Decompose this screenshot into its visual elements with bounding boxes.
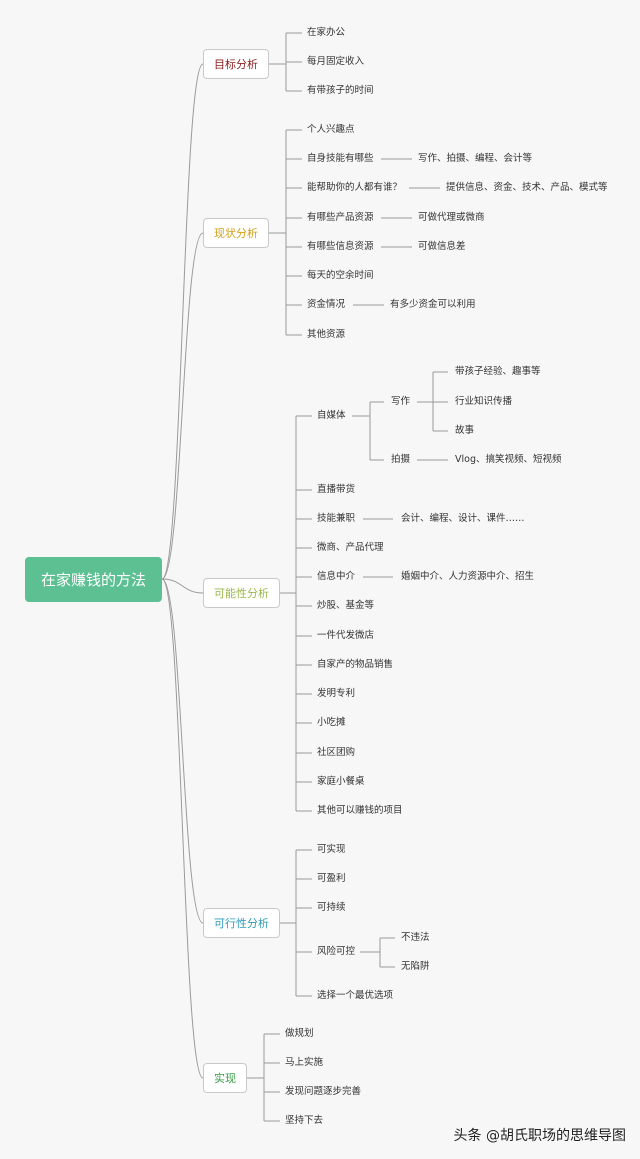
risk-sub-item[interactable]: 无陷阱 [401, 961, 430, 972]
branch-status-analysis[interactable]: 现状分析 [203, 218, 269, 248]
branch-possibility-analysis[interactable]: 可能性分析 [203, 578, 280, 608]
goal-item[interactable]: 在家办公 [307, 27, 346, 38]
possible-item[interactable]: 社区团购 [317, 747, 356, 758]
possible-note[interactable]: 婚姻中介、人力资源中介、招生 [401, 571, 535, 582]
possible-item[interactable]: 信息中介 [317, 571, 356, 582]
self-media-item[interactable]: 自媒体 [317, 410, 346, 421]
branch-implementation[interactable]: 实现 [203, 1063, 247, 1093]
filming-item[interactable]: 拍摄 [391, 454, 411, 465]
possible-note[interactable]: 会计、编程、设计、课件…… [401, 513, 525, 524]
writing-sub-item[interactable]: 行业知识传播 [455, 396, 513, 407]
connector [161, 578, 204, 1079]
status-item[interactable]: 有哪些产品资源 [307, 212, 374, 223]
status-note[interactable]: 可做信息差 [418, 241, 466, 252]
possible-item[interactable]: 技能兼职 [317, 513, 356, 524]
branch-feasibility-analysis[interactable]: 可行性分析 [203, 908, 280, 938]
possible-item[interactable]: 微商、产品代理 [317, 542, 384, 553]
possible-item[interactable]: 发明专利 [317, 688, 356, 699]
implement-item[interactable]: 马上实施 [285, 1057, 324, 1068]
implement-item[interactable]: 发现问题逐步完善 [285, 1086, 362, 1097]
status-note[interactable]: 提供信息、资金、技术、产品、模式等 [446, 182, 608, 193]
goal-item[interactable]: 有带孩子的时间 [307, 85, 374, 96]
possible-item[interactable]: 家庭小餐桌 [317, 776, 365, 787]
feasible-item[interactable]: 可盈利 [317, 873, 346, 884]
implement-item[interactable]: 做规划 [285, 1028, 314, 1039]
risk-sub-item[interactable]: 不违法 [401, 932, 430, 943]
status-item[interactable]: 能帮助你的人都有谁？ [307, 182, 403, 193]
status-item[interactable]: 每天的空余时间 [307, 270, 374, 281]
possible-item[interactable]: 其他可以赚钱的项目 [317, 805, 403, 816]
best-option-item[interactable]: 选择一个最优选项 [317, 990, 394, 1001]
writing-sub-item[interactable]: 带孩子经验、趣事等 [455, 366, 541, 377]
goal-item[interactable]: 每月固定收入 [307, 56, 365, 67]
risk-item[interactable]: 风险可控 [317, 946, 356, 957]
status-item[interactable]: 资金情况 [307, 299, 346, 310]
watermark: 头条 @胡氏职场的思维导图 [453, 1128, 626, 1144]
status-note[interactable]: 可做代理或微商 [418, 212, 485, 223]
status-note[interactable]: 写作、拍摄、编程、会计等 [418, 153, 533, 164]
root-topic[interactable]: 在家赚钱的方法 [25, 557, 162, 602]
feasible-item[interactable]: 可实现 [317, 844, 346, 855]
possible-item[interactable]: 直播带货 [317, 484, 356, 495]
writing-sub-item[interactable]: 故事 [455, 425, 475, 436]
implement-item[interactable]: 坚持下去 [285, 1115, 324, 1126]
status-item[interactable]: 有哪些信息资源 [307, 241, 374, 252]
connector [161, 578, 204, 594]
status-note[interactable]: 有多少资金可以利用 [390, 299, 476, 310]
status-item[interactable]: 自身技能有哪些 [307, 153, 374, 164]
feasible-item[interactable]: 可持续 [317, 902, 346, 913]
status-item[interactable]: 个人兴趣点 [307, 124, 355, 135]
connector [161, 578, 204, 924]
possible-item[interactable]: 一件代发微店 [317, 630, 375, 641]
filming-note[interactable]: Vlog、搞笑视频、短视频 [455, 454, 562, 465]
branch-goal-analysis[interactable]: 目标分析 [203, 49, 269, 79]
possible-item[interactable]: 炒股、基金等 [317, 600, 375, 611]
possible-item[interactable]: 小吃摊 [317, 717, 346, 728]
status-item[interactable]: 其他资源 [307, 329, 346, 340]
possible-item[interactable]: 自家产的物品销售 [317, 659, 394, 670]
connector [161, 63, 204, 580]
connector [161, 232, 204, 580]
writing-item[interactable]: 写作 [391, 396, 411, 407]
